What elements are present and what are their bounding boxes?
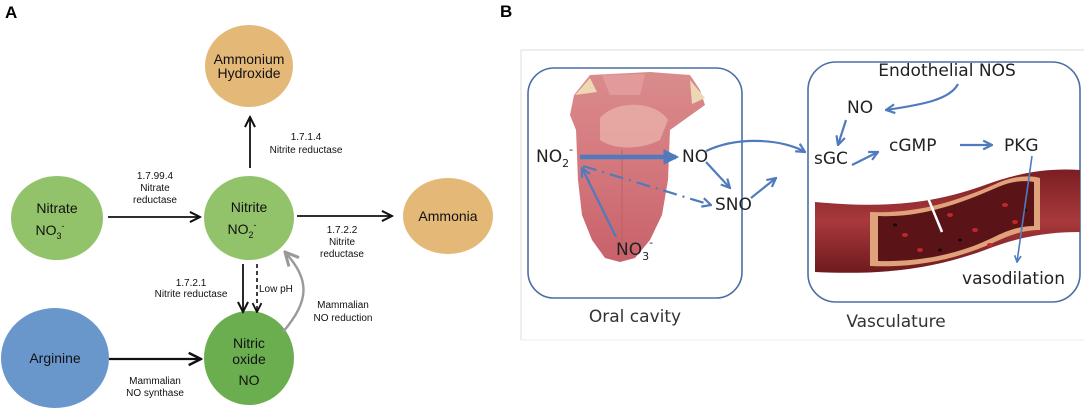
node-ammonia: Ammonia (403, 178, 493, 254)
node-nitric-oxide: Nitric oxide NO (204, 311, 294, 405)
edge-label: NO reduction (314, 313, 373, 324)
node-label: oxide (232, 351, 266, 367)
arrow-no-to-sgc-vascular (838, 119, 848, 145)
endothelial-nos-label: Endothelial NOS (878, 61, 1016, 81)
arrow-no-to-sno (705, 161, 730, 188)
oral-no-label: NO (682, 147, 708, 167)
panel-a-label: A (5, 3, 17, 22)
node-arginine: Arginine (1, 308, 109, 408)
vasculature-caption: Vasculature (846, 312, 945, 332)
pkg-label: PKG (1004, 136, 1039, 156)
node-label: Ammonium (214, 51, 285, 67)
oral-cavity-box (527, 67, 743, 299)
arrow-sgc-to-cgmp (851, 152, 878, 166)
edge-label: 1.7.99.4 (137, 171, 174, 182)
edge-label: Nitrate (140, 183, 170, 194)
oral-no2-label: NO2- (536, 143, 573, 170)
arrow-no2-to-sno (582, 164, 711, 205)
node-nitrite: Nitrite NO2- (204, 176, 294, 260)
edge-label: Nitrite (329, 237, 356, 248)
node-label: Arginine (29, 350, 81, 366)
edge-label: 1.7.2.2 (327, 225, 358, 236)
node-label: Nitrite (231, 199, 268, 215)
edge-label: reductase (133, 195, 177, 206)
edge-label: Nitrite reductase (155, 289, 228, 300)
edge-label: NO synthase (126, 388, 184, 399)
node-label: Ammonia (418, 208, 477, 224)
cgmp-label: cGMP (889, 136, 936, 156)
formula-nitrate: NO3- (35, 221, 64, 241)
tongue-illustration (570, 72, 705, 262)
edge-label: Nitrite reductase (270, 145, 343, 156)
arrow-no3-to-no2 (582, 168, 617, 238)
edge-label: 1.7.1.4 (291, 132, 322, 143)
vasodilation-label: vasodilation (962, 269, 1065, 289)
oral-no3-label: NO3- (616, 236, 653, 263)
edge-label: 1.7.2.1 (176, 278, 207, 289)
vascular-no-label: NO (847, 98, 873, 118)
panel-b-label: B (500, 2, 512, 21)
sgc-label: sGC (814, 149, 848, 169)
oral-cavity-caption: Oral cavity (589, 307, 681, 327)
node-nitrate: Nitrate NO3- (11, 176, 103, 260)
edge-label: reductase (320, 249, 364, 260)
node-label: Hydroxide (217, 65, 280, 81)
sno-label: SNO (715, 195, 752, 215)
figure-frame (520, 49, 1084, 340)
arrow-sno-to-sgc (750, 178, 776, 199)
edge-label: Mammalian (129, 376, 181, 387)
edge-label: Low pH (259, 284, 293, 295)
arrow-no-reduction (282, 252, 305, 333)
formula-nitrite: NO2- (227, 220, 256, 240)
pathway-arrows (580, 83, 1033, 262)
arrow-enos-to-no (886, 83, 959, 110)
blood-vessel-illustration (815, 169, 1080, 273)
arrow-pkg-to-vasodilation (1017, 155, 1033, 262)
node-label: Nitric (233, 335, 265, 351)
node-label: NO (239, 372, 260, 388)
arrow-no-to-sgc (705, 139, 805, 152)
node-ammonium-hydroxide: Ammonium Hydroxide (205, 25, 293, 107)
edge-label: Mammalian (317, 300, 369, 311)
node-label: Nitrate (36, 200, 77, 216)
